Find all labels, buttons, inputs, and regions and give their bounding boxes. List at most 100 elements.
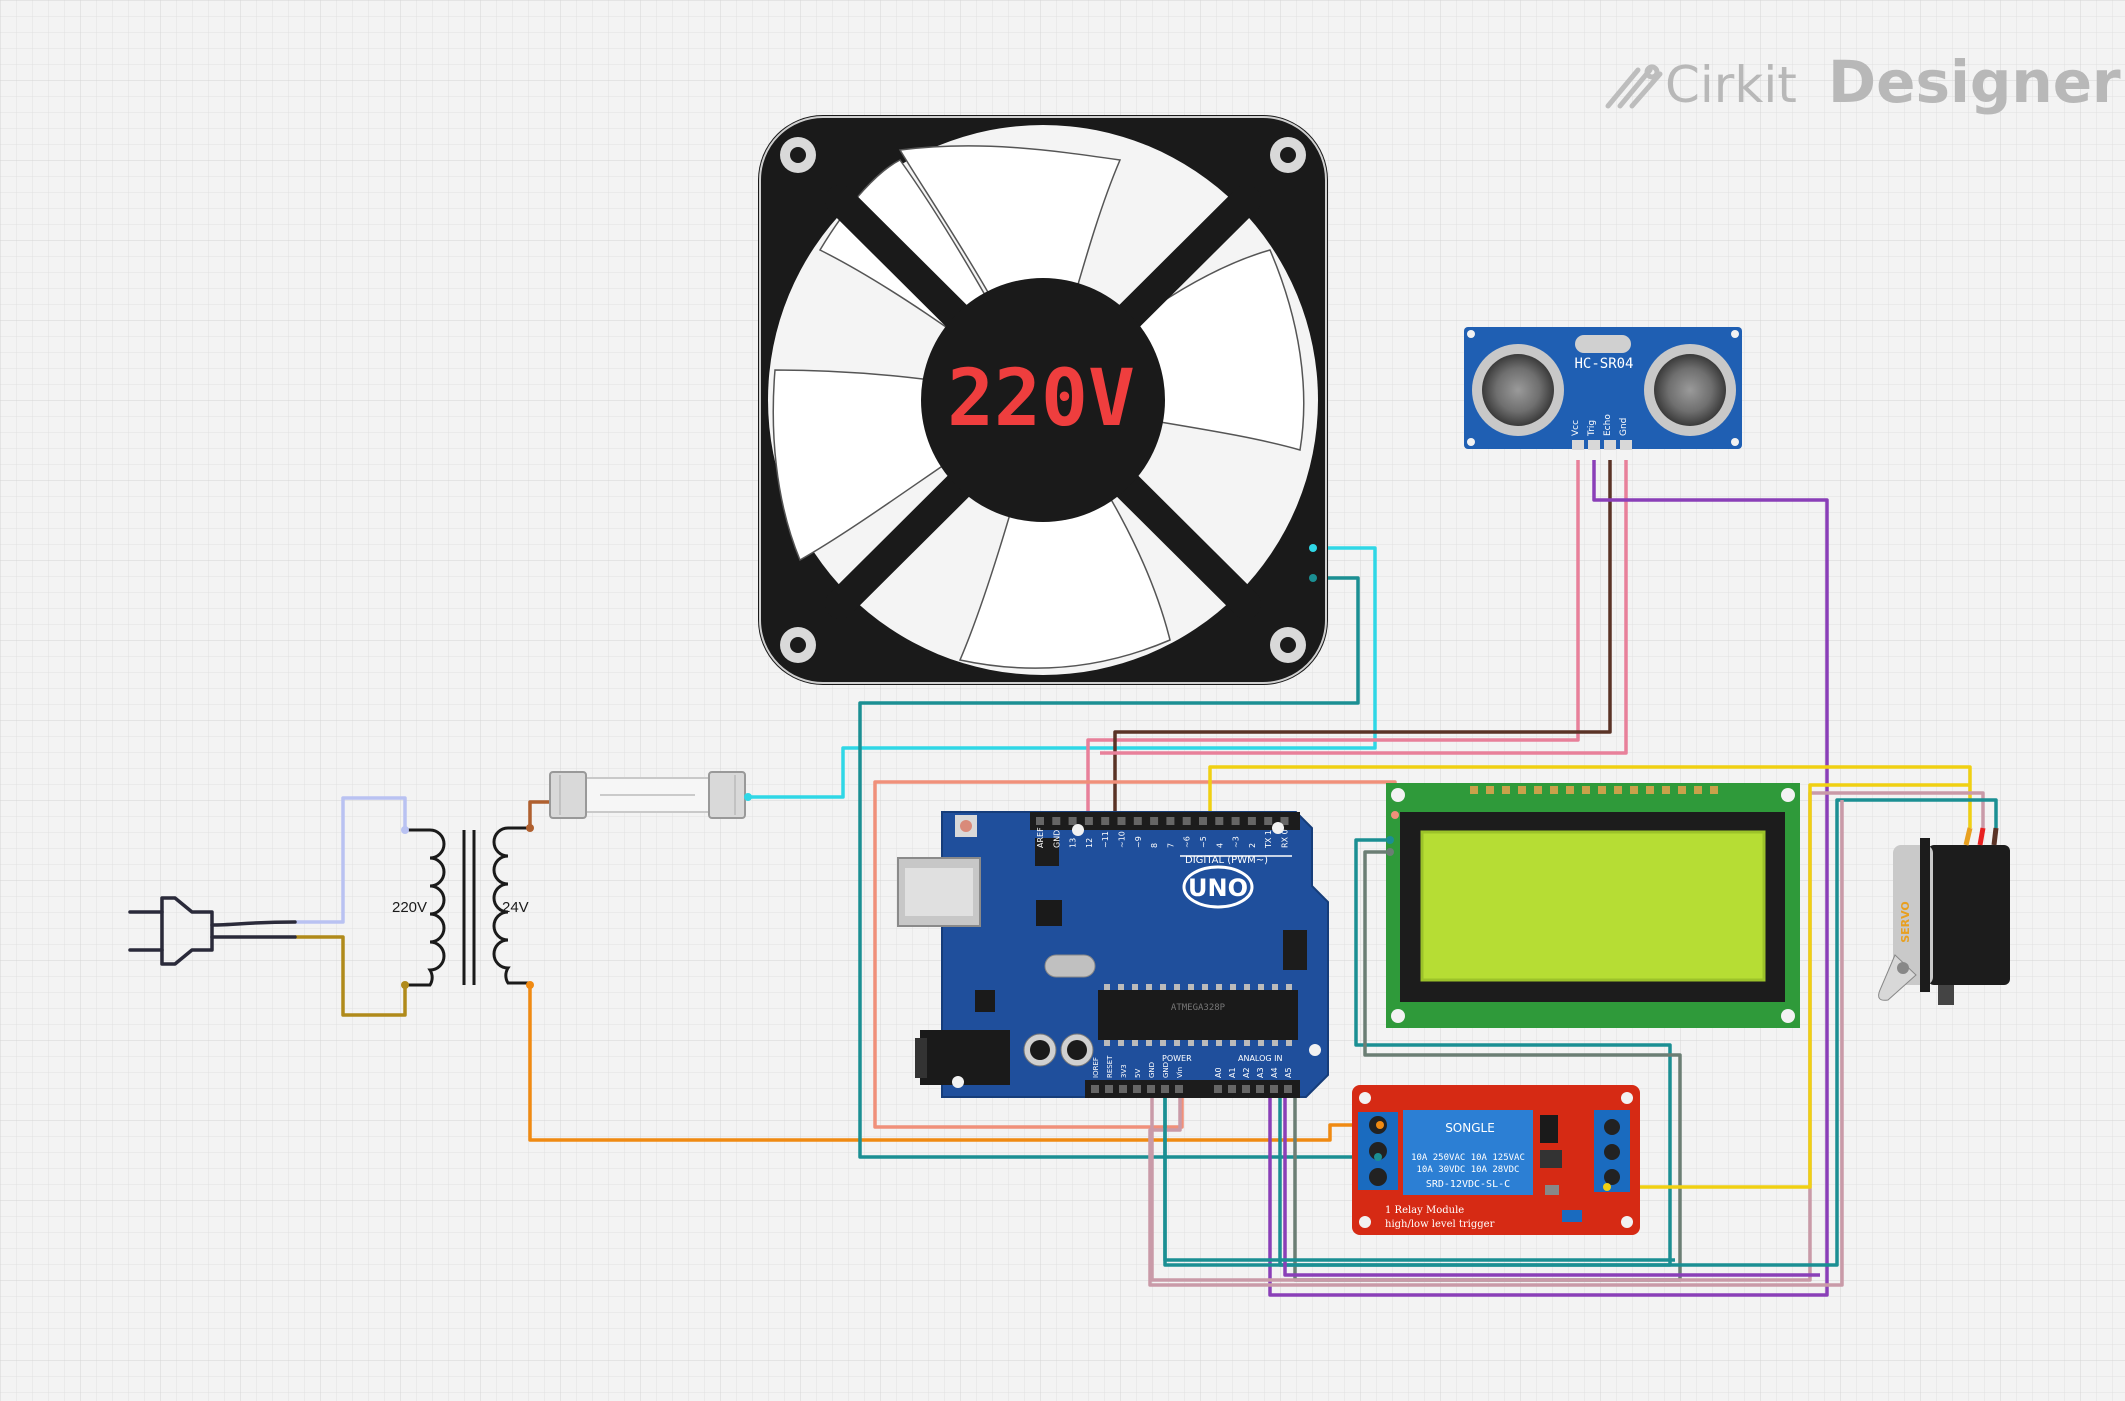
wire-fan-to-relay[interactable] [858,576,1378,1159]
lcd-pin-2[interactable] [1386,836,1394,844]
arduino-header-pin[interactable] [1133,817,1142,825]
glass-fuse[interactable] [549,771,752,819]
wires [295,460,1998,1297]
arduino-power-jack[interactable] [920,1030,1010,1085]
cirkit-designer-logo: Cirkit Designer [1605,48,2121,116]
arduino-header-pin[interactable] [1247,817,1256,825]
transformer-secondary-coil [492,826,530,985]
arduino-analog-pin[interactable] [1214,1085,1222,1093]
arduino-power-pin[interactable] [1161,1085,1169,1093]
transformer-pin-p2[interactable] [401,981,409,989]
ultrasonic-pin-label: Vcc [1571,420,1581,436]
arduino-chip-text: ATMEGA328P [1171,1003,1226,1013]
wire-relay-vcc[interactable] [1148,800,1844,1287]
arduino-pin-label: GND [1052,830,1061,848]
arduino-header-pin[interactable] [1182,817,1191,825]
transformer-pin-p1[interactable] [401,826,409,834]
arduino-pin-label: ~6 [1183,836,1192,848]
servo-body [1928,845,2010,985]
arduino-pin-label: TX 1 [1264,830,1273,849]
arduino-power-pin[interactable] [1175,1085,1183,1093]
arduino-header-pin[interactable] [1264,817,1273,825]
arduino-analog-pin-label: A1 [1228,1067,1237,1078]
brand-name-cirkit: Cirkit [1665,56,1797,114]
arduino-analog-pin[interactable] [1270,1085,1278,1093]
arduino-pin-label: 2 [1248,843,1257,848]
fan-hub [921,278,1165,522]
arduino-analog-pin[interactable] [1242,1085,1250,1093]
wire-plug-to-transformer-2[interactable] [295,935,407,1017]
fan-pin-1[interactable] [1309,544,1317,552]
lcd-display[interactable] [1386,783,1800,1028]
arduino-header-pin[interactable] [1101,817,1110,825]
fan-pin-2[interactable] [1309,574,1317,582]
arduino-power-pin[interactable] [1105,1085,1113,1093]
arduino-header-pin[interactable] [1231,817,1240,825]
relay-module[interactable]: SONGLE 10A 250VAC 10A 125VAC 10A 30VDC 1… [1352,1085,1640,1235]
arduino-analog-pin-label: A2 [1242,1067,1251,1078]
wire-relay-teal[interactable] [1163,1092,1675,1262]
step-down-transformer[interactable]: 220V 24V [392,824,534,989]
relay-pin-in[interactable] [1603,1183,1611,1191]
wire-relay-a5[interactable] [1283,1092,1820,1277]
wire-fuse-to-fan[interactable] [748,546,1377,799]
plug-cord [210,920,297,939]
arduino-header-pin[interactable] [1052,817,1061,825]
arduino-analog-pin[interactable] [1228,1085,1236,1093]
ultrasonic-crystal [1575,335,1631,353]
arduino-header-pin[interactable] [1150,817,1159,825]
fuse-pin-right[interactable] [744,793,752,801]
wire-servo-signal[interactable] [1208,765,1972,828]
arduino-power-pin[interactable] [1119,1085,1127,1093]
arduino-digital-label: DIGITAL (PWM~) [1185,855,1268,866]
wire-transformer-to-fuse[interactable] [528,800,550,828]
arduino-power-pin[interactable] [1147,1085,1155,1093]
lcd-pin-1[interactable] [1391,811,1399,819]
arduino-header-pin[interactable] [1084,817,1093,825]
arduino-pin-label: ~10 [1118,831,1127,848]
arduino-uno-logo [1182,865,1254,909]
relay-pin-no[interactable] [1374,1153,1382,1161]
lcd-pin-3[interactable] [1386,848,1394,856]
transformer-pin-s1[interactable] [526,824,534,832]
fan-mount-holes [780,137,1306,663]
arduino-analog-pin[interactable] [1284,1085,1292,1093]
arduino-uno[interactable]: ATMEGA328P UNO DIGITAL (PWM~) POWER ANAL… [897,811,1329,1098]
arduino-header-pin[interactable] [1166,817,1175,825]
arduino-header-pin[interactable] [1280,817,1289,825]
wire-ultrasonic-echo[interactable] [1113,460,1612,818]
arduino-header-pin[interactable] [1068,817,1077,825]
arduino-header-pin[interactable] [1036,817,1044,825]
arduino-analog-pin[interactable] [1256,1085,1264,1093]
arduino-pin-label: AREF [1036,827,1045,848]
arduino-power-pin-label: RESET [1106,1055,1114,1078]
arduino-power-pin[interactable] [1133,1085,1141,1093]
lcd-screen [1422,832,1764,980]
transformer-pin-s2[interactable] [526,981,534,989]
wire-ultrasonic-vcc[interactable] [1086,460,1580,818]
cooling-fan[interactable]: 220V [758,115,1328,685]
arduino-top-header [1030,812,1300,830]
wire-transformer-to-relay[interactable] [528,985,1380,1142]
servo-motor[interactable]: SERVO [1878,827,2010,1005]
wire-relay-signal[interactable] [1607,783,1970,1189]
wire-plug-to-transformer-1[interactable] [295,796,407,924]
fuse-cap-right [708,771,746,819]
arduino-power-pin-label: GND [1148,1062,1156,1078]
power-plug[interactable] [128,896,297,966]
plug-body [160,896,214,966]
arduino-power-pin-label: 3V3 [1120,1064,1128,1078]
relay-jumper[interactable] [1562,1210,1582,1222]
wire-ultrasonic-gnd[interactable] [1100,460,1628,755]
relay-pin-com[interactable] [1376,1121,1384,1129]
arduino-header-pin[interactable] [1117,817,1126,825]
arduino-header-pin[interactable] [1199,817,1207,825]
arduino-power-pin[interactable] [1091,1085,1099,1093]
arduino-pin-label: ~11 [1101,831,1110,848]
arduino-header-pin[interactable] [1215,817,1224,825]
